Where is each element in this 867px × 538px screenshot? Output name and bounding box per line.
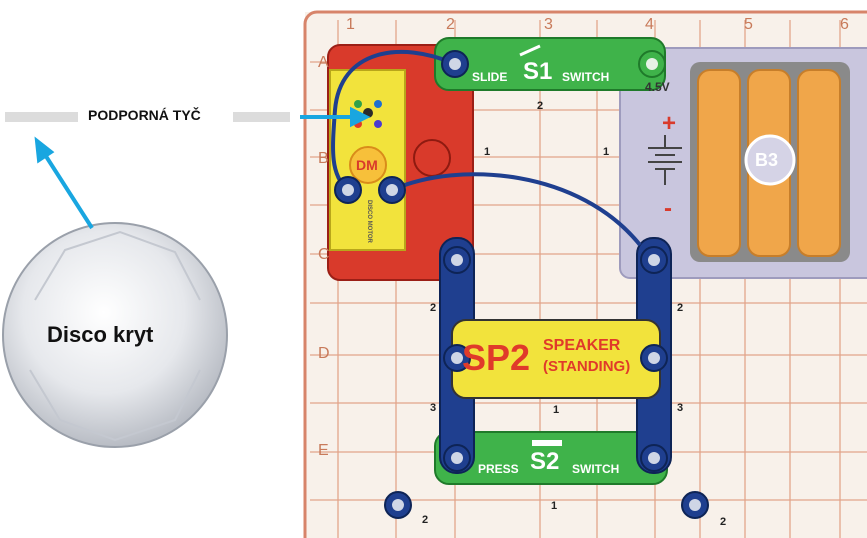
battery-voltage: 4.5V xyxy=(645,80,670,94)
col-label-1: 1 xyxy=(346,16,355,34)
switch-s2-button xyxy=(532,440,562,446)
level-number: 1 xyxy=(553,404,559,416)
level-number: 2 xyxy=(422,514,428,526)
switch-s1-slide-text: SLIDE xyxy=(472,70,507,84)
row-label-e: E xyxy=(318,442,329,460)
speaker-line1: SPEAKER xyxy=(543,337,620,355)
col-label-2: 2 xyxy=(446,16,455,34)
support-rod-label: PODPORNÁ TYČ xyxy=(88,107,201,123)
battery-minus: - xyxy=(664,195,672,223)
level-number: 2 xyxy=(720,516,726,528)
level-number: 2 xyxy=(677,302,683,314)
battery-plus: + xyxy=(662,110,676,138)
col-label-5: 5 xyxy=(744,16,753,34)
level-number: 2 xyxy=(537,100,543,112)
level-number: 3 xyxy=(677,402,683,414)
level-number: 1 xyxy=(603,146,609,158)
row-label-b: B xyxy=(318,150,329,168)
speaker-line2: (STANDING) xyxy=(543,358,630,375)
row-label-c: C xyxy=(318,246,330,264)
motor-small-text: DISCO MOTOR xyxy=(366,200,372,243)
switch-s2-press-text: PRESS xyxy=(478,462,519,476)
battery-id: B3 xyxy=(755,150,778,171)
level-number: 1 xyxy=(484,146,490,158)
row-label-d: D xyxy=(318,345,330,363)
motor-body xyxy=(414,140,450,176)
col-label-6: 6 xyxy=(840,16,849,34)
level-number: 3 xyxy=(430,402,436,414)
switch-s2-id: S2 xyxy=(530,448,559,476)
motor-id: DM xyxy=(356,157,378,173)
switch-s1-id: S1 xyxy=(523,58,552,86)
col-label-4: 4 xyxy=(645,16,654,34)
disco-cover-label: Disco kryt xyxy=(47,322,153,348)
level-number: 2 xyxy=(430,302,436,314)
row-label-a: A xyxy=(318,54,329,72)
level-number: 1 xyxy=(551,500,557,512)
col-label-3: 3 xyxy=(544,16,553,34)
switch-s1-word: SWITCH xyxy=(562,70,609,84)
speaker-id: SP2 xyxy=(462,337,530,379)
switch-s2-word: SWITCH xyxy=(572,462,619,476)
